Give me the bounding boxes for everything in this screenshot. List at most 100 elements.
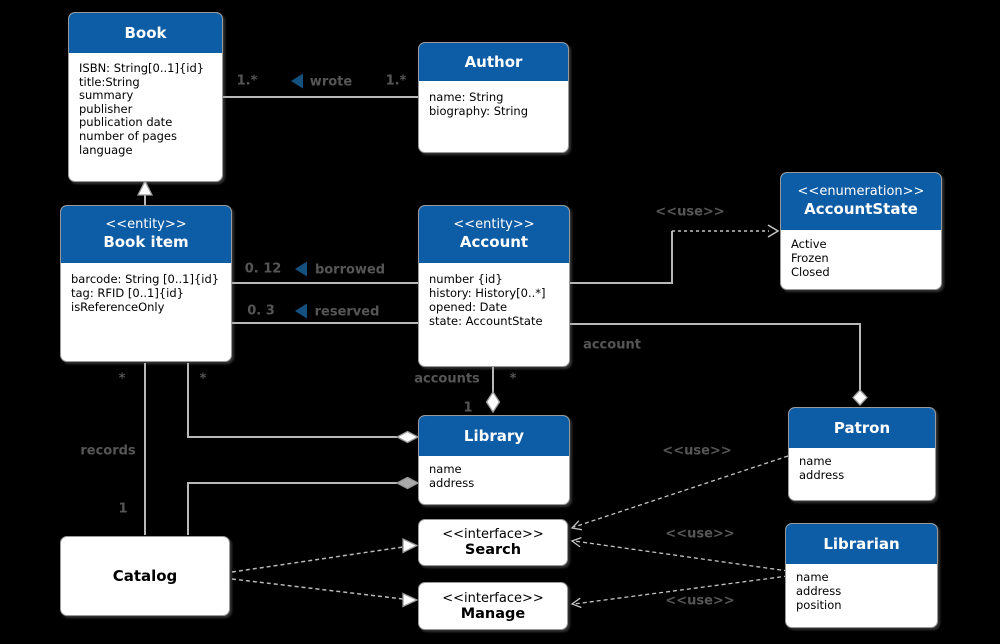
realization-triangle-icon [402, 592, 419, 608]
attribute: language [79, 142, 133, 157]
attribute: state: AccountState [429, 314, 543, 328]
attribute: isReferenceOnly [71, 300, 165, 314]
open-arrow-icon [570, 536, 582, 548]
attribute: address [429, 476, 475, 490]
open-arrow-icon [570, 520, 583, 531]
class-account-attributes: number {id} history: History[0..*] opene… [419, 263, 569, 337]
aggregation-diamond-icon [395, 430, 420, 444]
class-account[interactable]: <<entity>> Account number {id} history: … [418, 205, 570, 367]
association-label-reserved: reserved [314, 304, 380, 320]
aggregation-diamond-icon [485, 390, 501, 414]
class-name: Patron [833, 418, 891, 437]
enum-literal: Frozen [791, 251, 829, 265]
class-patron-attributes: name address [789, 448, 935, 491]
use-librarian-manage [570, 575, 789, 609]
class-library-header: Library [419, 416, 569, 456]
association-wrote [223, 73, 418, 98]
attribute: publisher [79, 101, 133, 116]
class-author[interactable]: Author name: String biography: String [418, 42, 569, 153]
class-account-state-header: <<enumeration>> AccountState [781, 173, 941, 230]
attribute: tag: RFID [0..1]{id} [71, 286, 184, 300]
interface-stereotype: <<interface>> [442, 590, 544, 606]
class-name: Librarian [823, 534, 900, 553]
multiplicity-records-catalog: 1 [118, 501, 128, 517]
attribute: history: History[0..*] [429, 286, 546, 300]
class-catalog[interactable]: Catalog [60, 536, 230, 616]
interface-manage[interactable]: <<interface>> Manage [418, 582, 568, 630]
class-library[interactable]: Library name address [418, 415, 570, 505]
aggregation-diamond-icon [395, 476, 420, 490]
attribute: opened: Date [429, 300, 508, 314]
class-stereotype: <<enumeration>> [797, 184, 925, 199]
multiplicity-reserved: 0. 3 [247, 303, 275, 319]
class-book-item[interactable]: <<entity>> Book item barcode: String [0.… [60, 205, 232, 362]
attribute: position [796, 598, 842, 612]
attribute: name [429, 462, 462, 476]
attribute: summary [79, 88, 134, 103]
association-label-borrowed: borrowed [314, 262, 386, 278]
class-librarian[interactable]: Librarian name address position [785, 523, 938, 628]
attribute: name [799, 454, 832, 468]
generalization-triangle-icon [136, 179, 154, 196]
class-librarian-header: Librarian [786, 524, 937, 564]
open-arrow-icon [767, 224, 780, 238]
class-author-attributes: name: String biography: String [419, 81, 568, 127]
multiplicity-wrote-book: 1.* [236, 73, 258, 89]
open-arrow-icon [570, 597, 582, 609]
class-book-item-header: <<entity>> Book item [61, 206, 231, 263]
class-name: Book item [103, 233, 189, 252]
direction-arrow-icon [291, 73, 303, 89]
class-book-attributes: ISBN: String[0..1]{id} title:String summ… [69, 53, 222, 166]
multiplicity-wrote-author: 1.* [385, 73, 407, 89]
association-reserved [232, 303, 418, 324]
class-stereotype: <<entity>> [105, 217, 187, 232]
class-book-item-attributes: barcode: String [0..1]{id} tag: RFID [0.… [61, 263, 231, 323]
use-librarian-search [570, 536, 789, 572]
multiplicity-accounts-star: * [509, 371, 517, 387]
multiplicity-records-bookitem: * [118, 371, 126, 387]
aggregation-diamond-icon [852, 389, 868, 406]
class-name: Library [463, 426, 525, 445]
attribute: address [796, 584, 842, 598]
interface-search[interactable]: <<interface>> Search [418, 519, 568, 566]
class-name: AccountState [804, 200, 918, 219]
interface-name: Search [464, 542, 522, 558]
generalization-bookitem-book [136, 179, 154, 205]
interface-stereotype: <<interface>> [442, 527, 544, 542]
class-patron[interactable]: Patron name address [788, 407, 936, 501]
class-name: Account [459, 233, 529, 252]
enum-literal: Closed [791, 265, 830, 279]
aggregation-catalog-library [187, 476, 420, 535]
class-name: Author [464, 52, 523, 71]
attribute: publication date [79, 115, 173, 130]
attribute: ISBN: String[0..1]{id} [79, 61, 205, 75]
interface-name: Manage [460, 605, 526, 622]
use-patron-search [570, 455, 789, 531]
class-name: Catalog [112, 567, 178, 585]
aggregation-account-library [485, 367, 501, 414]
multiplicity-borrowed: 0. 12 [244, 261, 282, 277]
use-label-librarian-search: <<use>> [665, 526, 735, 542]
class-library-attributes: name address [419, 456, 569, 499]
class-librarian-attributes: name address position [786, 564, 937, 621]
attribute: title:String [79, 74, 140, 89]
attribute: name: String [429, 90, 504, 104]
class-account-state[interactable]: <<enumeration>> AccountState Active Froz… [780, 172, 942, 290]
class-stereotype: <<entity>> [453, 217, 535, 232]
association-label-accounts: accounts [414, 371, 480, 387]
multiplicity-accounts-library: 1 [463, 400, 473, 416]
attribute: number of pages [79, 128, 177, 143]
attribute: address [799, 468, 845, 482]
class-name: Book [124, 23, 167, 42]
association-borrowed [232, 261, 418, 284]
association-label-records: records [80, 443, 136, 459]
association-account-patron [570, 323, 868, 406]
association-label-account: account [583, 337, 641, 353]
attribute: number {id} [429, 272, 503, 286]
class-account-header: <<entity>> Account [419, 206, 569, 263]
class-book[interactable]: Book ISBN: String[0..1]{id} title:String… [68, 12, 223, 182]
attribute: biography: String [429, 104, 529, 118]
association-label-wrote: wrote [309, 74, 353, 90]
enum-literal: Active [791, 237, 827, 251]
